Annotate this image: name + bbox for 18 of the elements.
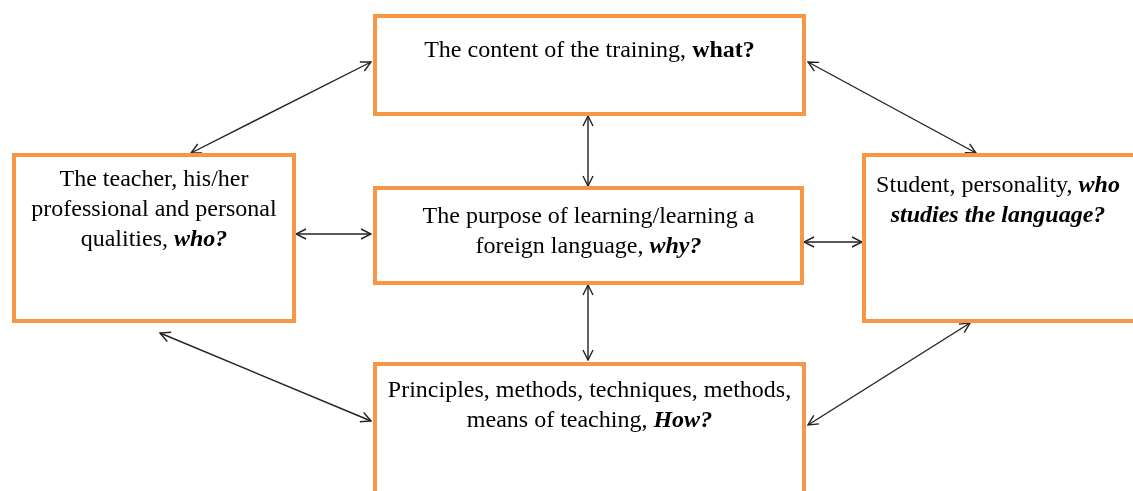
double-arrow (295, 228, 372, 240)
box-text: Principles, methods, techniques, methods, means of teaching, How? (386, 375, 793, 434)
double-arrow (807, 322, 971, 426)
double-arrow (582, 115, 594, 187)
box-text: The purpose of learning/learning a foreign language, why? (421, 201, 756, 260)
double-arrow (190, 61, 372, 154)
double-arrow (803, 236, 863, 248)
box-text: The teacher, his/her professional and personal qualities, who? (30, 164, 278, 253)
concept-box (373, 362, 806, 491)
concept-box (373, 14, 806, 116)
box-text: Student, personality, who studies the language? (875, 170, 1121, 229)
double-arrow (582, 284, 594, 361)
box-text: The content of the training, what? (424, 35, 755, 64)
double-arrow (807, 61, 977, 154)
double-arrow (159, 331, 372, 423)
concept-box (862, 153, 1133, 323)
concept-box (373, 186, 804, 285)
concept-box (12, 153, 296, 323)
